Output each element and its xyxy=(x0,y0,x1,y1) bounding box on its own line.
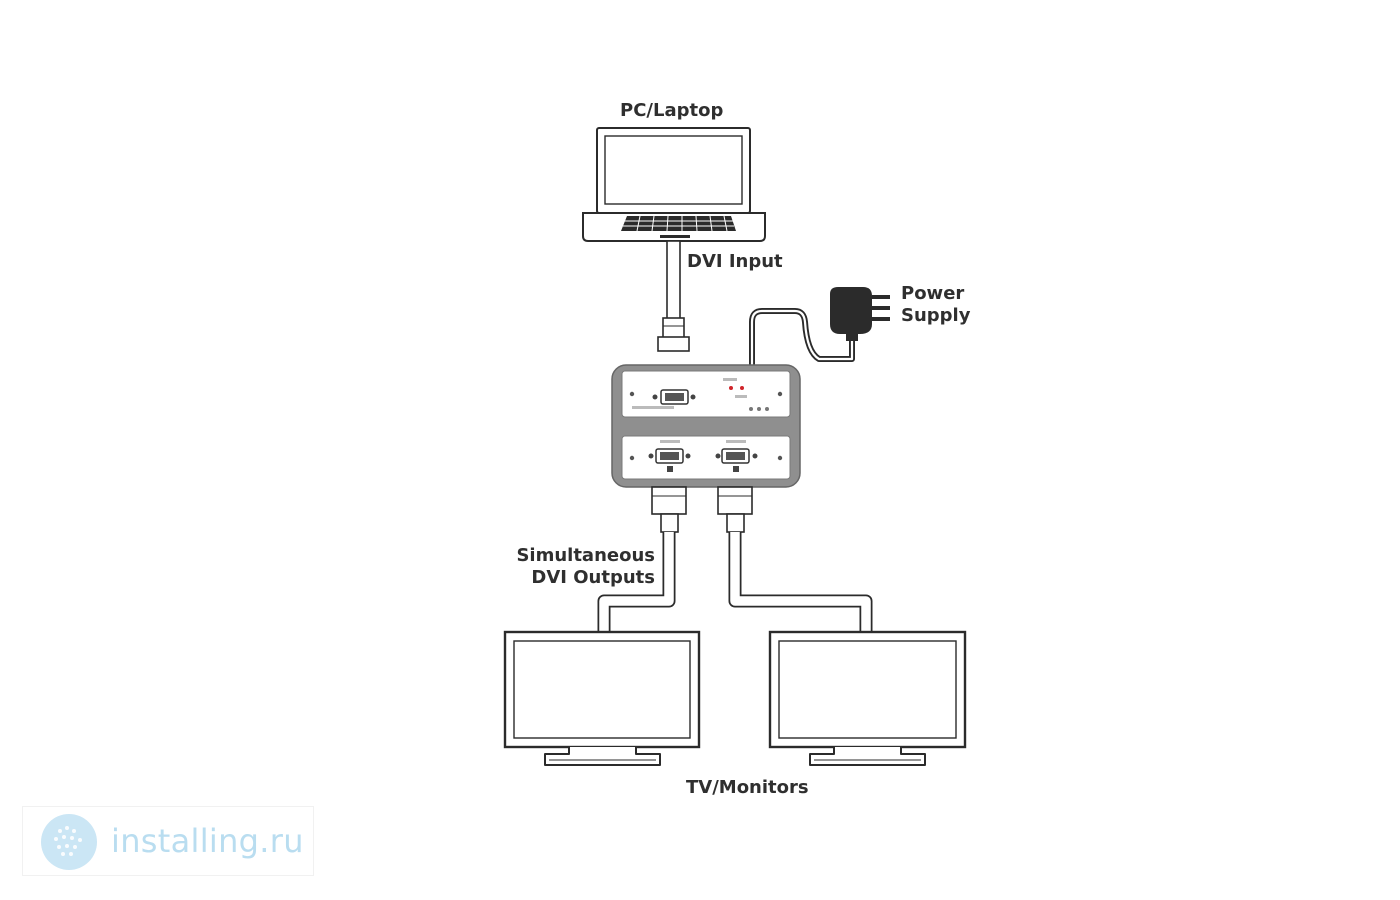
dvi-output-cable-left xyxy=(597,486,687,632)
pc-laptop-label: PC/Laptop xyxy=(620,100,724,121)
watermark[interactable]: installing.ru xyxy=(22,806,314,876)
power-supply-label-line2: Supply xyxy=(901,305,971,326)
watermark-text[interactable]: installing.ru xyxy=(111,822,304,860)
dvi-input-cable xyxy=(657,240,690,352)
installing-logo-icon xyxy=(41,814,97,870)
power-supply-label-line1: Power xyxy=(901,283,965,304)
tv-monitors-label: TV/Monitors xyxy=(686,777,809,798)
dvi-input-label: DVI Input xyxy=(687,251,783,272)
outputs-label-line1: Simultaneous xyxy=(516,545,655,566)
dvi-splitter-device xyxy=(611,364,801,488)
outputs-label-line2: DVI Outputs xyxy=(531,567,655,588)
laptop-icon xyxy=(582,127,766,242)
monitor-left-icon xyxy=(503,630,701,766)
monitor-right-icon xyxy=(768,630,967,766)
dvi-output-cable-right xyxy=(717,486,873,632)
